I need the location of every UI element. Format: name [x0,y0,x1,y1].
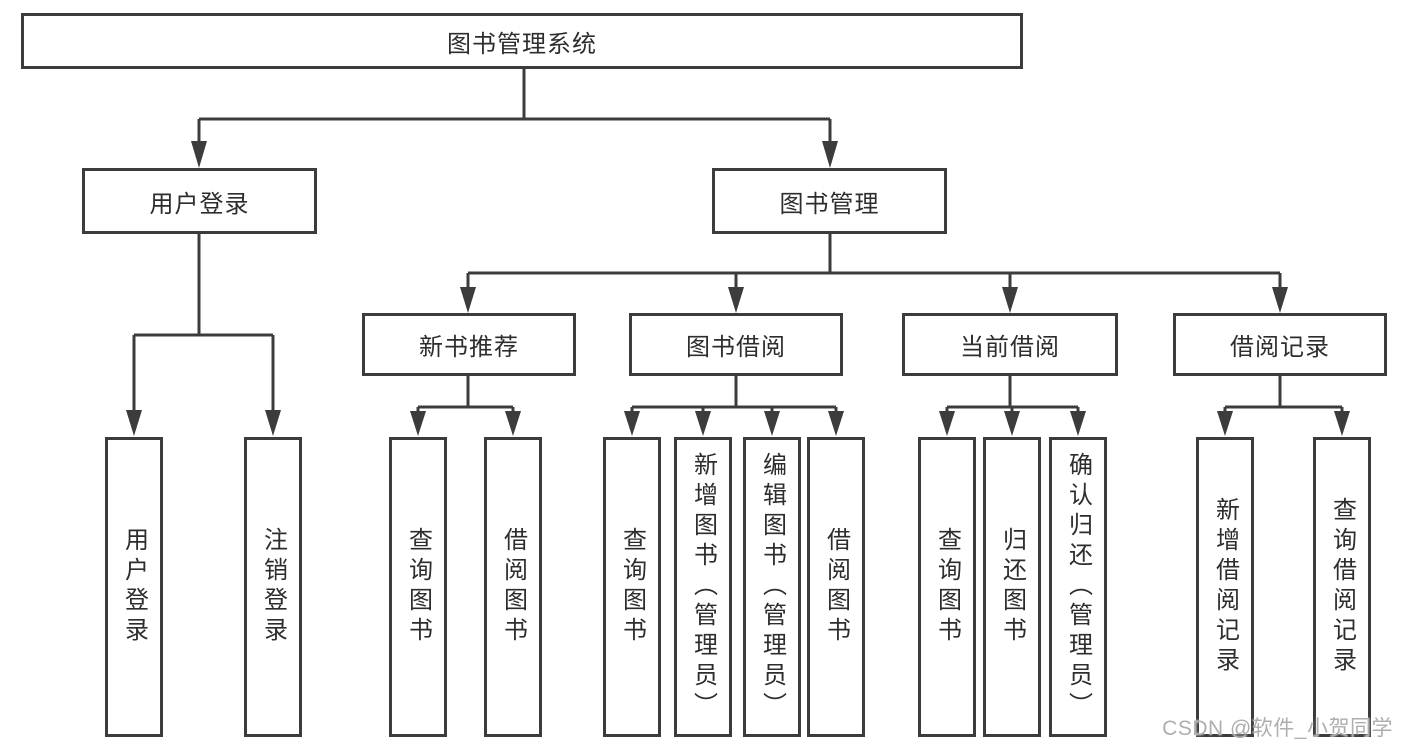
leaf-query-books-current: 查询图书 [918,437,976,737]
leaf-query-books-borrowing: 查询图书 [603,437,661,737]
node-new-book-recommend: 新书推荐 [362,313,576,376]
connector-book-borrow-to-leaves [624,376,844,436]
leaf-borrow-books-recommend: 借阅图书 [484,437,542,737]
connector-book-mgmt-to-level3 [460,234,1288,313]
leaf-query-books-recommend: 查询图书 [389,437,447,737]
csdn-watermark: CSDN @软件_小贺同学 [1162,717,1393,740]
node-user-login-module: 用户登录 [82,168,317,234]
leaf-add-borrow-record: 新增借阅记录 [1196,437,1254,737]
connector-root-to-level2 [191,69,838,168]
leaf-confirm-return-admin: 确认归还（管理员） [1049,437,1107,737]
node-book-management-module: 图书管理 [712,168,947,234]
leaf-query-borrow-record: 查询借阅记录 [1313,437,1371,737]
leaf-logout: 注销登录 [244,437,302,737]
node-root-system: 图书管理系统 [21,13,1023,69]
leaf-edit-books-admin: 编辑图书（管理员） [743,437,801,737]
node-current-borrowing: 当前借阅 [902,313,1118,376]
connector-current-borrow-to-leaves [939,376,1086,436]
leaf-user-login: 用户登录 [105,437,163,737]
leaf-return-books: 归还图书 [983,437,1041,737]
node-book-borrowing: 图书借阅 [629,313,843,376]
connector-borrow-record-to-leaves [1217,376,1350,436]
leaf-borrow-books: 借阅图书 [807,437,865,737]
connector-user-login-to-leaves [126,234,281,436]
node-borrowing-records: 借阅记录 [1173,313,1387,376]
leaf-add-books-admin: 新增图书（管理员） [674,437,732,737]
connector-new-book-to-leaves [410,376,521,436]
